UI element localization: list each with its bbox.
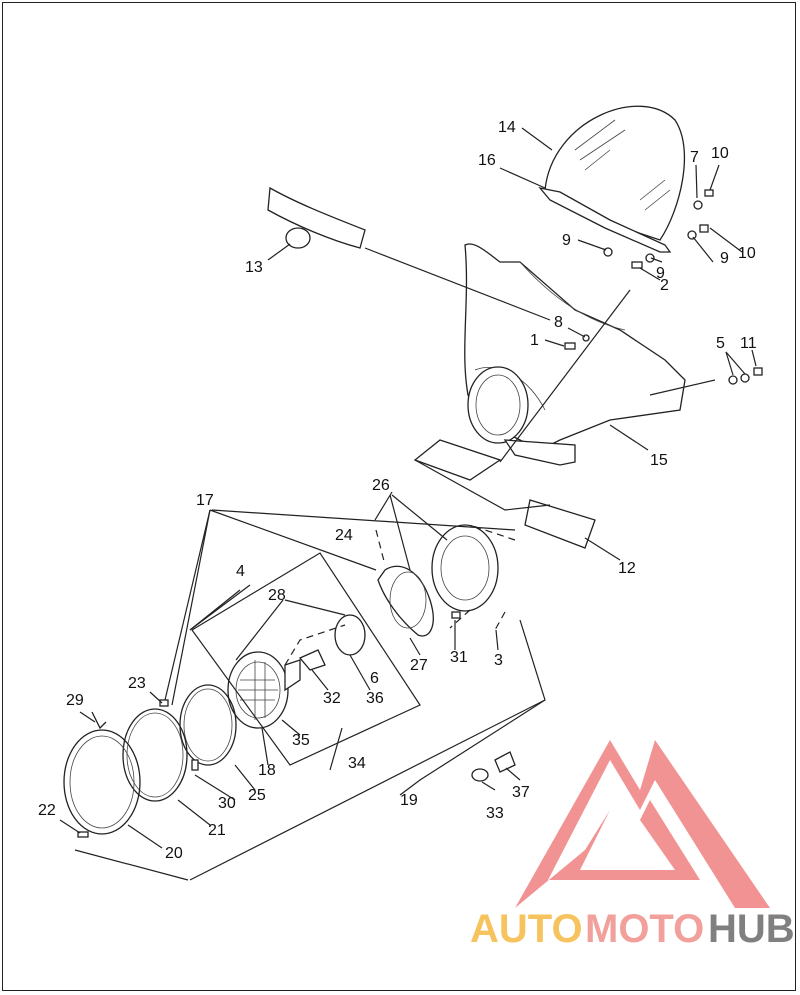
callout-34: 34 [348,755,366,772]
gasket-plate [413,439,502,481]
callout-36: 36 [366,690,384,707]
watermark-hub: HUB [708,907,795,951]
callout-13: 13 [245,259,263,276]
medallion [285,227,311,249]
callout-7: 7 [690,149,699,166]
callout-3: 3 [494,652,503,669]
callout-4: 4 [236,563,245,580]
callout-33: 33 [486,805,504,822]
watermark-auto: AUTO [470,907,583,951]
callout-27: 27 [410,657,428,674]
gasket-strip [524,499,596,549]
callout-10a: 10 [711,145,729,162]
decal [267,186,366,249]
callout-25: 25 [248,787,266,804]
gasket-ring [122,708,188,802]
callout-1: 1 [530,332,539,349]
headlamp-housing [431,524,499,612]
callout-29: 29 [66,692,84,709]
callout-19: 19 [400,792,418,809]
trim-strip [538,187,672,253]
callout-numbers: 14 16 7 10 10 9 9 9 2 13 8 1 5 11 15 26 … [38,119,757,862]
callout-35: 35 [292,732,310,749]
callout-20: 20 [165,845,183,862]
mounting-bracket [377,565,434,637]
callout-14: 14 [498,119,516,136]
watermark-moto: MOTO [585,907,704,951]
callout-30: 30 [218,795,236,812]
callout-9a: 9 [562,232,571,249]
callout-17: 17 [196,492,214,509]
windshield [544,105,686,241]
bulb-small [471,768,489,782]
callout-9c: 9 [720,250,729,267]
callout-31: 31 [450,649,468,666]
callout-10b: 10 [738,245,756,262]
callout-12: 12 [618,560,636,577]
callout-18: 18 [258,762,276,779]
bulb-socket [334,614,366,656]
leader-lines [59,127,757,881]
callout-6: 6 [370,670,379,687]
fairing-lamp-opening [467,366,529,444]
callout-8: 8 [554,314,563,331]
callout-26: 26 [372,477,390,494]
callout-9b: 9 [656,265,665,282]
watermark-logo: AUTO MOTO HUB [470,740,795,951]
dashed-lines [284,524,516,666]
callout-16: 16 [478,152,496,169]
retaining-ring [179,684,237,766]
logo-triangle-mark [515,740,770,908]
callout-5: 5 [716,335,725,352]
callout-22: 22 [38,802,56,819]
callout-2: 2 [660,277,669,294]
trim-ring [63,729,141,835]
callout-11: 11 [740,335,757,352]
callout-28: 28 [268,587,286,604]
callout-21: 21 [208,822,226,839]
callout-15: 15 [650,452,668,469]
callout-24: 24 [335,527,353,544]
callout-23: 23 [128,675,146,692]
bulb [298,649,326,671]
callout-37: 37 [512,784,530,801]
hardware [564,189,763,385]
callout-32: 32 [323,690,341,707]
